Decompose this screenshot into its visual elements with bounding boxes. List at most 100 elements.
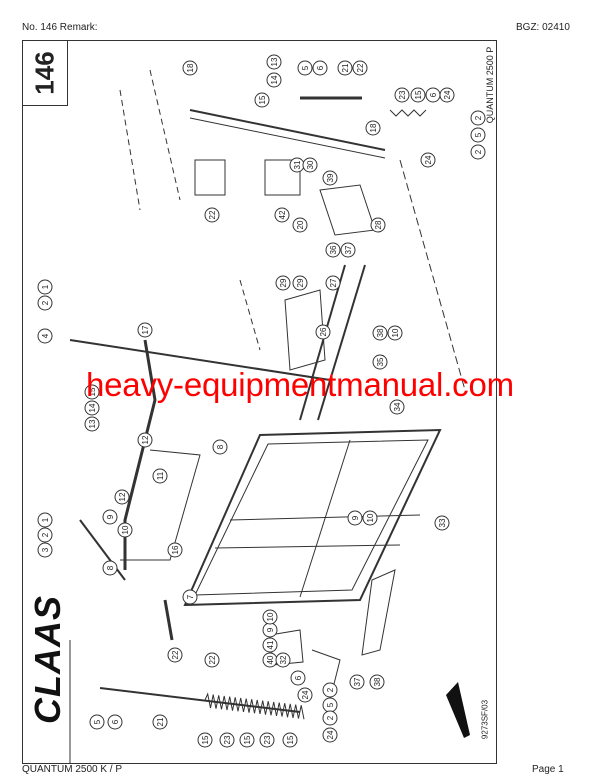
callout-label: 18	[369, 123, 378, 132]
callout-label: 23	[398, 90, 407, 99]
callout-38: 38	[369, 674, 385, 690]
callout-13: 13	[84, 416, 100, 432]
callout-label: 31	[293, 160, 302, 169]
callout-15: 15	[239, 732, 255, 748]
callout-circle	[292, 275, 308, 291]
spring	[204, 692, 305, 720]
callout-4: 4	[37, 328, 53, 344]
callout-label: 10	[121, 525, 130, 534]
callout-label: 6	[111, 719, 120, 724]
callout-22: 22	[204, 207, 220, 223]
callout-10: 10	[117, 522, 133, 538]
callout-label: 24	[326, 730, 335, 739]
callout-label: 2	[474, 115, 483, 120]
callout-9: 9	[347, 510, 363, 526]
callout-circle	[362, 510, 378, 526]
callout-label: 22	[208, 210, 217, 219]
callout-circle	[137, 322, 153, 338]
callout-label: 34	[393, 402, 402, 411]
callout-circle	[394, 87, 410, 103]
callout-32: 32	[275, 652, 291, 668]
callout-label: 42	[278, 210, 287, 219]
callout-circle	[84, 384, 100, 400]
callout-circle	[37, 542, 53, 558]
callout-circle	[420, 152, 436, 168]
callout-35: 35	[372, 354, 388, 370]
callout-label: 2	[474, 149, 483, 154]
callout-circle	[297, 60, 313, 76]
callout-40: 40	[262, 652, 278, 668]
callout-27: 27	[325, 275, 341, 291]
callout-label: 7	[186, 594, 195, 599]
callout-circle	[347, 510, 363, 526]
callout-circle	[114, 489, 130, 505]
frame-crossbar	[214, 544, 401, 549]
callout-circle	[322, 727, 338, 743]
callout-label: 15	[243, 735, 252, 744]
callout-circle	[275, 275, 291, 291]
watermark: heavy-equipmentmanual.com	[86, 366, 514, 403]
callout-18: 18	[365, 120, 381, 136]
callout-23: 23	[394, 87, 410, 103]
callout-label: 16	[171, 545, 180, 554]
callout-label: 29	[296, 278, 305, 287]
callout-8: 8	[212, 439, 228, 455]
callout-circle	[470, 144, 486, 160]
callout-24: 24	[322, 727, 338, 743]
callout-36: 36	[325, 242, 341, 258]
callout-circle	[117, 522, 133, 538]
callout-label: 1	[41, 284, 50, 289]
callout-label: 32	[279, 655, 288, 664]
callout-label: 15	[258, 95, 267, 104]
callout-circle	[372, 325, 388, 341]
callout-15: 15	[84, 384, 100, 400]
callout-label: 5	[93, 719, 102, 724]
callout-12: 12	[114, 489, 130, 505]
callout-circle	[434, 515, 450, 531]
callout-7: 7	[182, 589, 198, 605]
callout-37: 37	[349, 674, 365, 690]
callout-24: 24	[420, 152, 436, 168]
callout-label: 36	[329, 245, 338, 254]
drawing-frame	[22, 40, 497, 764]
callout-circle	[102, 509, 118, 525]
callout-circle	[239, 732, 255, 748]
page-number: Page 1	[532, 764, 564, 775]
callout-label: 39	[326, 173, 335, 182]
callout-2: 2	[470, 110, 486, 126]
callout-circle	[290, 670, 306, 686]
callout-20: 20	[292, 217, 308, 233]
callout-label: 10	[366, 513, 375, 522]
callout-15: 15	[197, 732, 213, 748]
callout-17: 17	[137, 322, 153, 338]
callout-11: 11	[152, 468, 168, 484]
callout-28: 28	[370, 217, 386, 233]
callout-label: 10	[266, 612, 275, 621]
callout-38: 38	[372, 325, 388, 341]
hidden-line	[399, 159, 466, 391]
callout-22: 22	[204, 652, 220, 668]
callout-2: 2	[470, 144, 486, 160]
callout-circle	[365, 120, 381, 136]
callout-circle	[325, 242, 341, 258]
callout-circle	[387, 325, 403, 341]
callout-label: 35	[376, 357, 385, 366]
callout-label: 28	[374, 220, 383, 229]
callout-33: 33	[434, 515, 450, 531]
callout-label: 5	[474, 132, 483, 137]
callout-label: 29	[279, 278, 288, 287]
callout-label: 9	[106, 514, 115, 519]
callout-label: 6	[294, 675, 303, 680]
callout-circle	[37, 279, 53, 295]
callout-label: 14	[88, 403, 97, 412]
callout-29: 29	[292, 275, 308, 291]
callout-label: 2	[326, 687, 335, 692]
callout-circle	[470, 127, 486, 143]
callout-circle	[470, 110, 486, 126]
callout-circle	[219, 732, 235, 748]
callout-6: 6	[107, 714, 123, 730]
callout-label: 10	[391, 328, 400, 337]
hoop-arm	[123, 339, 157, 570]
callout-circle	[84, 400, 100, 416]
callout-circle	[312, 60, 328, 76]
